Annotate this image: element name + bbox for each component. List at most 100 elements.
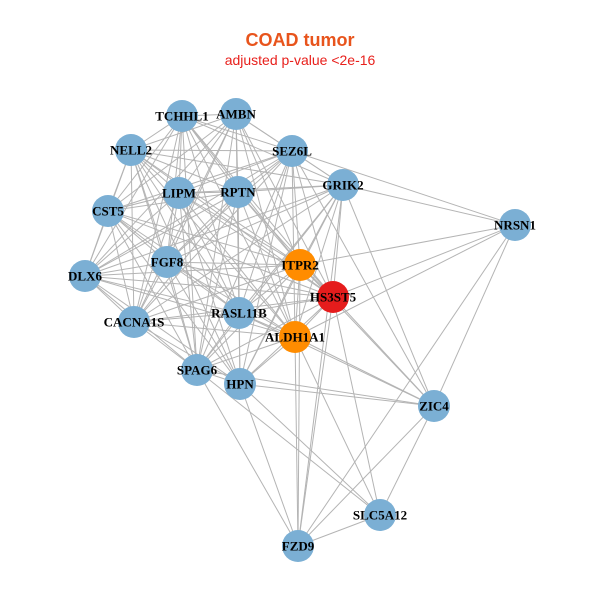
edge-cst5-aldh1a1 xyxy=(107,210,296,338)
node-circle xyxy=(224,368,256,400)
edge-cst5-cacna1s xyxy=(107,210,135,323)
edge-grik2-hs3st5 xyxy=(332,184,344,298)
edge-spag6-slc5a12 xyxy=(196,369,381,516)
edge-cst5-hs3st5 xyxy=(107,210,334,298)
node-label: SEZ6L xyxy=(272,144,312,159)
edge-hpn-fzd9 xyxy=(239,383,299,547)
edge-hpn-slc5a12 xyxy=(239,383,381,516)
node-rptn: RPTN xyxy=(220,176,256,208)
node-label: CST5 xyxy=(92,204,124,219)
edge-sez6l-lipm xyxy=(178,150,293,194)
edge-grik2-nrsn1 xyxy=(342,184,516,226)
node-hpn: HPN xyxy=(224,368,256,400)
edge-lipm-itpr2 xyxy=(178,192,301,266)
edge-itpr2-fzd9 xyxy=(297,264,301,547)
edge-aldh1a1-slc5a12 xyxy=(294,336,381,516)
node-label: NRSN1 xyxy=(494,218,536,233)
edge-dlx6-aldh1a1 xyxy=(84,275,296,338)
node-circle xyxy=(284,249,316,281)
edge-ambn-cst5 xyxy=(107,113,237,212)
node-label: HPN xyxy=(226,377,254,392)
edge-grik2-fgf8 xyxy=(166,184,344,263)
edge-rasl11b-cacna1s xyxy=(133,312,240,323)
node-circle xyxy=(92,195,124,227)
node-label: GRIK2 xyxy=(322,178,363,193)
edge-hpn-zic4 xyxy=(239,383,435,407)
edge-rptn-fgf8 xyxy=(166,191,239,263)
edge-nrsn1-itpr2 xyxy=(299,224,516,266)
edge-aldh1a1-fzd9 xyxy=(294,336,299,547)
edge-aldh1a1-zic4 xyxy=(294,336,435,407)
edge-grik2-spag6 xyxy=(196,184,344,371)
node-circle xyxy=(163,177,195,209)
edge-nell2-rasl11b xyxy=(130,149,240,314)
node-label: CACNA1S xyxy=(104,315,165,330)
node-circle xyxy=(181,354,213,386)
node-label: DLX6 xyxy=(68,269,102,284)
node-circle xyxy=(317,281,349,313)
node-zic4: ZIC4 xyxy=(418,390,450,422)
edge-nrsn1-zic4 xyxy=(433,224,516,407)
node-circle xyxy=(279,321,311,353)
edge-dlx6-hs3st5 xyxy=(84,275,334,298)
node-sez6l: SEZ6L xyxy=(272,135,312,167)
node-label: RASL11B xyxy=(211,306,267,321)
node-fgf8: FGF8 xyxy=(151,246,184,278)
node-circle xyxy=(364,499,396,531)
node-circle xyxy=(499,209,531,241)
edge-rasl11b-zic4 xyxy=(238,312,435,407)
chart-title: COAD tumor xyxy=(245,30,355,50)
node-circle xyxy=(222,176,254,208)
node-label: SLC5A12 xyxy=(353,508,407,523)
edge-nrsn1-aldh1a1 xyxy=(294,224,516,338)
edge-sez6l-cst5 xyxy=(107,150,293,212)
node-nell2: NELL2 xyxy=(110,134,152,166)
edge-ambn-lipm xyxy=(178,113,237,194)
edge-sez6l-itpr2 xyxy=(291,150,301,266)
edge-rptn-cacna1s xyxy=(133,191,239,323)
node-cacna1s: CACNA1S xyxy=(104,306,165,338)
node-circle xyxy=(223,297,255,329)
node-circle xyxy=(151,246,183,278)
node-circle xyxy=(115,134,147,166)
node-cst5: CST5 xyxy=(92,195,124,227)
edge-nell2-itpr2 xyxy=(130,149,301,266)
edge-grik2-lipm xyxy=(178,184,344,194)
edge-nell2-cacna1s xyxy=(130,149,135,323)
edge-tchhl1-cst5 xyxy=(107,115,183,212)
node-circle xyxy=(220,98,252,130)
edge-grik2-dlx6 xyxy=(84,184,344,277)
edge-dlx6-rasl11b xyxy=(84,275,240,314)
edge-lipm-hs3st5 xyxy=(178,192,334,298)
node-circle xyxy=(327,169,359,201)
node-label: RPTN xyxy=(220,185,256,200)
node-dlx6: DLX6 xyxy=(68,260,102,292)
edge-sez6l-spag6 xyxy=(196,150,293,371)
edge-itpr2-cacna1s xyxy=(133,264,301,323)
edge-grik2-fzd9 xyxy=(297,184,344,547)
edge-sez6l-dlx6 xyxy=(84,150,293,277)
edge-hs3st5-zic4 xyxy=(332,296,435,407)
edge-spag6-fzd9 xyxy=(196,369,299,547)
node-label: HS3ST5 xyxy=(310,290,357,305)
node-circle xyxy=(418,390,450,422)
edge-lipm-dlx6 xyxy=(84,192,180,277)
edge-hs3st5-fzd9 xyxy=(297,296,334,547)
node-fzd9: FZD9 xyxy=(282,530,315,562)
edge-rptn-spag6 xyxy=(196,191,239,371)
edge-sez6l-cacna1s xyxy=(133,150,293,323)
edge-hs3st5-spag6 xyxy=(196,296,334,371)
edge-sez6l-rasl11b xyxy=(238,150,293,314)
edge-fgf8-hpn xyxy=(166,261,241,385)
node-circle xyxy=(69,260,101,292)
node-label: ITPR2 xyxy=(281,258,319,273)
edge-nell2-sez6l xyxy=(130,149,293,152)
node-slc5a12: SLC5A12 xyxy=(353,499,407,531)
edge-itpr2-hpn xyxy=(239,264,301,385)
node-lipm: LIPM xyxy=(162,177,196,209)
edge-ambn-fgf8 xyxy=(166,113,237,263)
edge-grik2-zic4 xyxy=(342,184,435,407)
node-label: ZIC4 xyxy=(419,399,449,414)
node-circle xyxy=(118,306,150,338)
